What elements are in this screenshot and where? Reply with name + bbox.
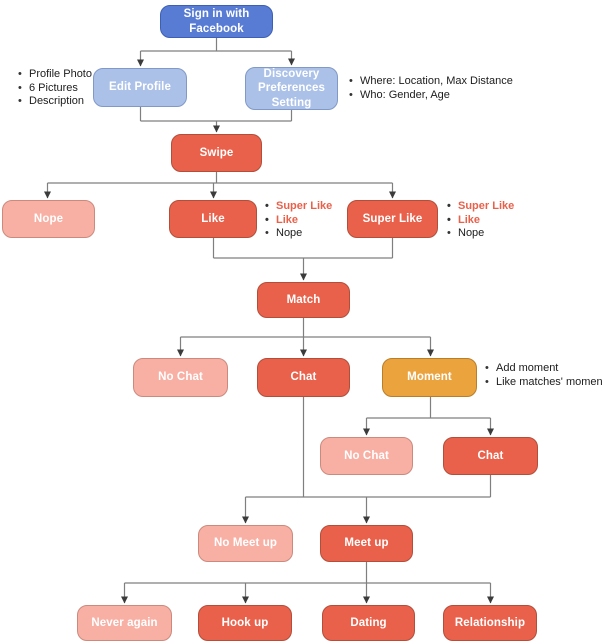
note-item: Like matches' moment (483, 376, 602, 390)
node-like: Like (169, 200, 257, 238)
note-item: 6 Pictures (16, 82, 92, 96)
note-item: Nope (445, 227, 514, 241)
note-item: Super Like (445, 200, 514, 214)
node-swipe: Swipe (171, 134, 262, 172)
node-sign-in-with-facebook: Sign in with Facebook (160, 5, 273, 38)
notes-super-like-actions: Super Like Like Nope (445, 200, 514, 241)
node-meet-up: Meet up (320, 525, 413, 562)
notes-moment-actions: Add moment Like matches' moment (483, 362, 602, 389)
note-item: Add moment (483, 362, 602, 376)
node-edit-profile: Edit Profile (93, 68, 187, 107)
node-chat-1: Chat (257, 358, 350, 397)
note-item: Like (263, 214, 332, 228)
node-dating: Dating (322, 605, 415, 641)
note-item: Profile Photo (16, 68, 92, 82)
notes-discovery-preferences: Where: Location, Max Distance Who: Gende… (347, 75, 513, 102)
notes-profile: Profile Photo 6 Pictures Description (16, 68, 92, 109)
edge-match-split (180, 318, 431, 338)
node-match: Match (257, 282, 350, 318)
node-never-again: Never again (77, 605, 172, 641)
note-item: Who: Gender, Age (347, 89, 513, 103)
node-super-like: Super Like (347, 200, 438, 238)
edge-merge-like (212, 238, 394, 259)
edge-meetup-split (124, 562, 491, 584)
edge-swipe-split (47, 172, 393, 184)
node-nope: Nope (2, 200, 95, 238)
edge-moment-split (366, 397, 491, 419)
node-no-chat-1: No Chat (133, 358, 228, 397)
edge-merge-chat (245, 397, 492, 498)
note-item: Where: Location, Max Distance (347, 75, 513, 89)
node-moment: Moment (382, 358, 477, 397)
node-relationship: Relationship (443, 605, 537, 641)
node-hook-up: Hook up (198, 605, 292, 641)
note-item: Like (445, 214, 514, 228)
node-no-chat-2: No Chat (320, 437, 413, 475)
note-item: Super Like (263, 200, 332, 214)
notes-like-actions: Super Like Like Nope (263, 200, 332, 241)
note-item: Description (16, 95, 92, 109)
node-no-meet-up: No Meet up (198, 525, 293, 562)
note-item: Nope (263, 227, 332, 241)
edge-signin-split (140, 38, 292, 52)
node-discovery-preferences-setting: Discovery Preferences Setting (245, 67, 338, 110)
node-chat-2: Chat (443, 437, 538, 475)
